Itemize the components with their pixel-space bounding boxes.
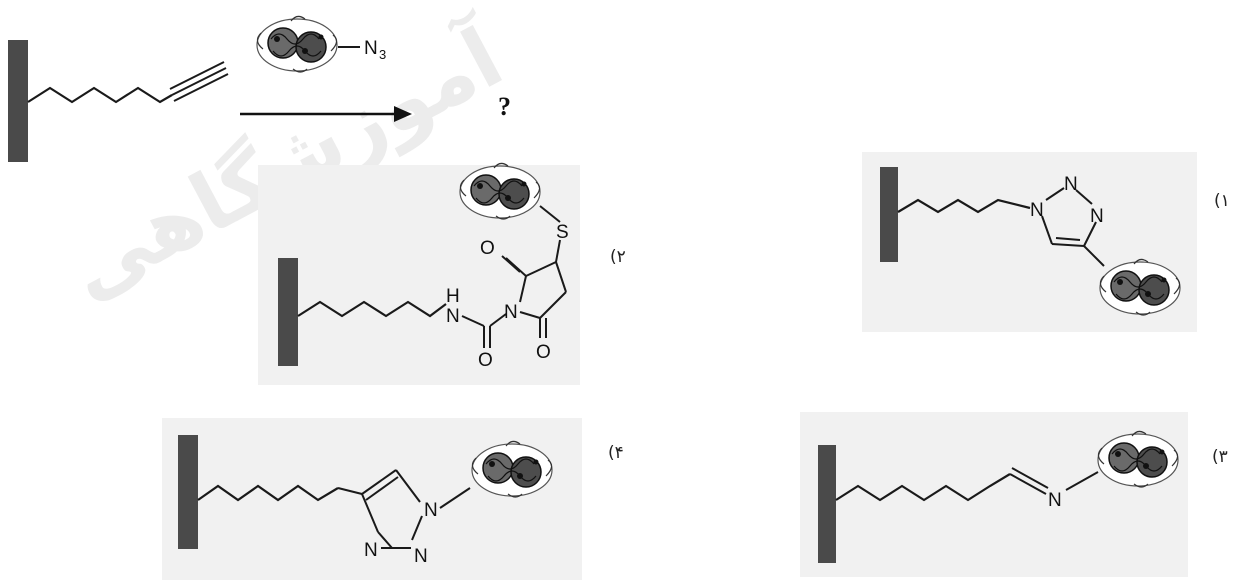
azide-subscript: 3 [379,47,386,62]
option-4-label: (۴ [608,443,624,463]
alkyl-chain [27,86,173,104]
option-3[interactable]: N (۳ [800,412,1228,577]
surface-bar-icon [178,435,198,549]
atom-n1: N [1030,200,1044,221]
atom-nh-h: H [446,286,460,307]
surface-bar-icon [8,40,28,162]
n-protein-bond [1065,471,1099,491]
atom-n2: N [414,546,428,567]
atom-o-urea: O [478,350,493,371]
alkyl-chain [897,198,1031,214]
option-1-label: (۱ [1214,191,1230,211]
product-question-mark: ? [498,92,511,121]
surface-bar-icon [880,167,898,262]
thioether-bond [539,205,561,223]
atom-n1: N [424,500,438,521]
azide-label: N [364,38,378,59]
atom-n3: N [1090,206,1104,227]
atom-n3: N [364,540,378,561]
protein-icon [256,15,338,73]
atom-n-imide: N [504,302,518,323]
alkyl-chain [297,300,447,318]
arrow-icon [394,106,412,122]
atom-o-ring-bottom: O [536,342,551,363]
atom-s: S [556,222,569,243]
atom-n-imine: N [1048,490,1062,511]
question-reaction: N 3 ? [8,15,511,162]
option-3-label: (۳ [1212,447,1228,467]
option-2-label: (۲ [610,247,626,267]
imine-bond-2 [1011,467,1049,489]
alkyl-chain [835,473,1011,502]
option-2[interactable]: H N O N O O S (۲ [258,162,626,385]
triazole-ring [361,469,471,549]
atom-nh-n: N [446,306,460,327]
surface-bar-icon [278,258,298,366]
imine-bond [1009,473,1047,495]
n-bond [489,313,507,327]
surface-bar-icon [818,445,836,563]
succinimide-ring [501,239,567,338]
triazole-ring [1041,187,1105,267]
option-4[interactable]: N N N (۴ [162,418,624,580]
amide-bond [461,315,485,327]
option-1[interactable]: N N N (۱ [862,152,1230,332]
atom-o-ring-top: O [480,238,495,259]
atom-n2: N [1064,174,1078,195]
chain-ring-bond [337,487,363,495]
alkyl-chain [197,484,339,502]
alkyne-triple-bond [169,61,229,102]
